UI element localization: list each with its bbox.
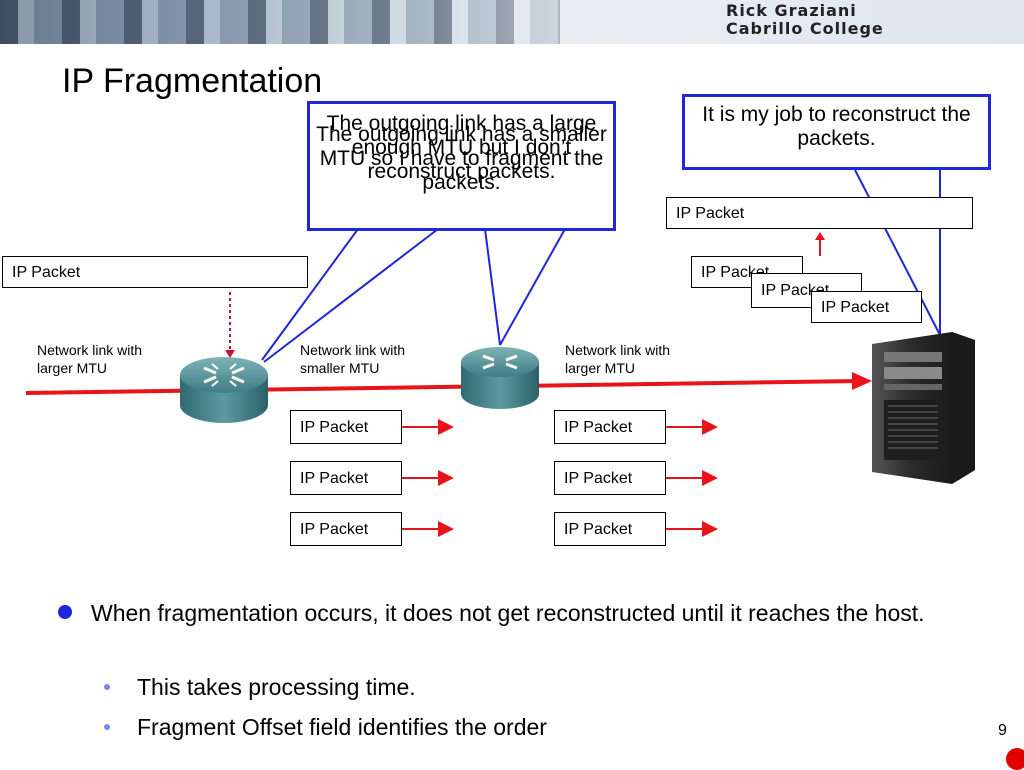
arrow-up-icon: [815, 232, 825, 240]
author-college: Cabrillo College: [726, 19, 884, 38]
arrow-down-icon: [225, 350, 235, 358]
callout-pointer: [499, 228, 566, 346]
fragment-packet: IP Packet: [554, 410, 666, 444]
author-name: Rick Graziani: [726, 1, 857, 20]
arriving-fragment: IP Packet: [811, 291, 922, 323]
fragment-packet: IP Packet: [554, 461, 666, 495]
fragment-packet: IP Packet: [554, 512, 666, 546]
callout-pointer: [261, 228, 359, 361]
link-label-2: Network link with smaller MTU: [300, 342, 406, 376]
link-label-3: Network link with larger MTU: [565, 342, 671, 376]
host-callout: It is my job to reconstruct the packets.: [682, 94, 991, 170]
server-icon: [872, 332, 975, 484]
bullet-icon: [104, 724, 110, 730]
source-packet: IP Packet: [2, 256, 308, 288]
bullet-icon: [58, 605, 72, 619]
arrow-right-icon: [852, 372, 872, 390]
page-number: 9: [998, 722, 1007, 739]
bullet-icon: [104, 684, 110, 690]
slide-marker-icon: [1006, 748, 1024, 770]
header-banner: Rick Graziani Cabrillo College: [0, 0, 1024, 44]
router-icon: [461, 347, 539, 409]
callout-pointer: [484, 228, 501, 346]
callout-text-overlay: The outgoing link has a large enough MTU…: [326, 112, 597, 183]
fragment-packet: IP Packet: [290, 512, 402, 546]
link-label-1: Network link with larger MTU: [37, 342, 143, 376]
fragment-packet: IP Packet: [290, 461, 402, 495]
reassembled-packet: IP Packet: [666, 197, 973, 229]
author-block: Rick Graziani Cabrillo College: [726, 2, 884, 38]
fragment-packet: IP Packet: [290, 410, 402, 444]
router-callout: The outgoing link has a large enough MTU…: [307, 101, 616, 231]
callout-text: The outgoing link has a smaller MTU so I…: [316, 123, 607, 194]
router-icon: [180, 357, 268, 423]
banner-fade: [420, 0, 720, 44]
slide-title: IP Fragmentation: [62, 62, 323, 100]
network-link-line: [25, 379, 861, 395]
callout-text: It is my job to reconstruct the packets.: [702, 103, 971, 150]
callout-pointer: [263, 228, 439, 363]
